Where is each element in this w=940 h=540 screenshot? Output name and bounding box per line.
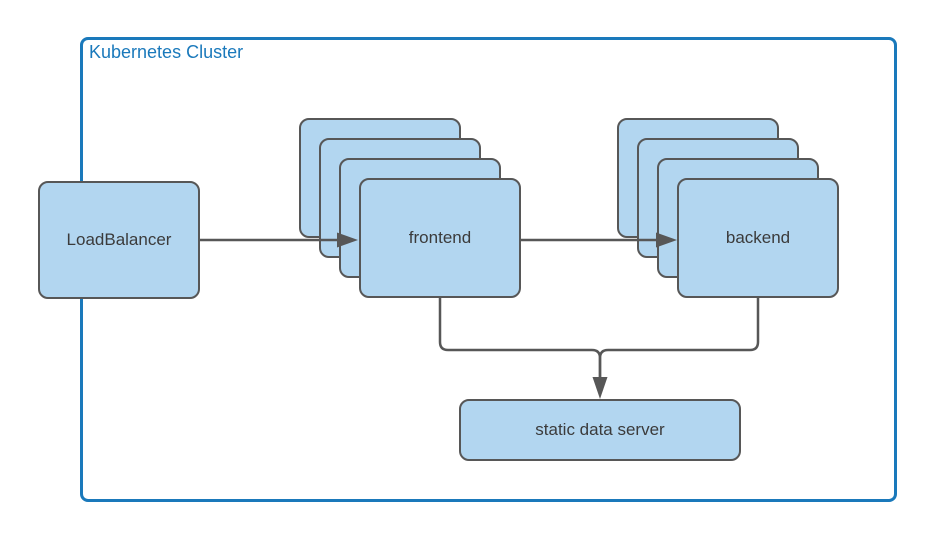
static-data-server-node: static data server <box>459 399 741 461</box>
load-balancer-label: LoadBalancer <box>66 230 172 249</box>
load-balancer-node: LoadBalancer <box>38 181 200 299</box>
static-data-server-label: static data server <box>535 420 665 439</box>
backend-label: backend <box>725 228 791 247</box>
frontend-node: frontend <box>359 178 521 298</box>
frontend-label: frontend <box>408 228 472 247</box>
cluster-label: Kubernetes Cluster <box>89 42 244 62</box>
backend-node: backend <box>677 178 839 298</box>
